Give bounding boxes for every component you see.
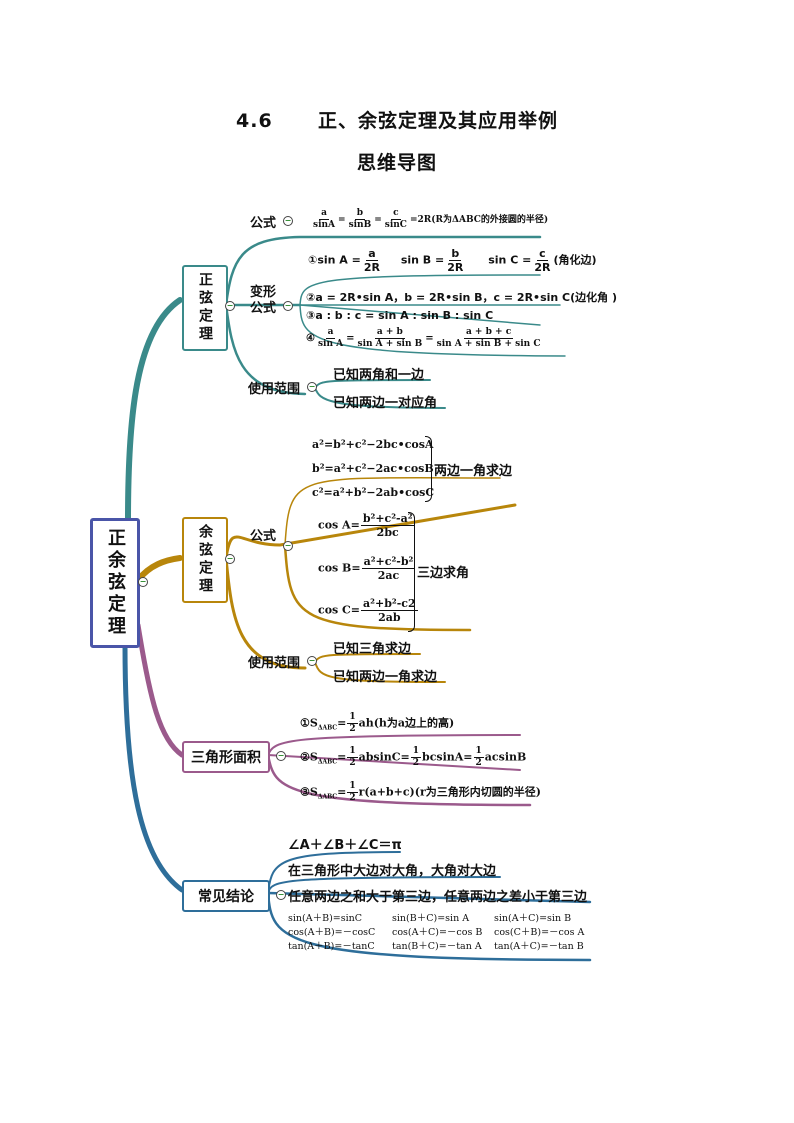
cosine-formulas-note: 两边一角求边 — [434, 464, 513, 479]
identity-cell: cos(A＋B)=－cosC — [288, 927, 376, 938]
cosine-law-node[interactable]: 余弦定理 — [182, 517, 228, 603]
cosine-scope-label: 使用范围 — [248, 656, 301, 671]
cosine-scope-2: 已知两边一角求边 — [333, 670, 438, 685]
page-subtitle: 思维导图 — [356, 152, 437, 174]
identity-cell: cos(C＋B)=－cos A — [494, 927, 585, 938]
brace — [408, 512, 415, 632]
sine-variant-2: ②a = 2R•sin A，b = 2R•sin B，c = 2R•sin C(… — [306, 291, 618, 304]
cosine-formula-a: a²=b²+c²−2bc•cosA — [312, 438, 434, 451]
sine-law-node[interactable]: 正弦定理 — [182, 265, 228, 351]
sine-scope-2: 已知两边一对应角 — [333, 396, 438, 411]
sine-scope-label: 使用范围 — [248, 382, 301, 397]
sine-variant-label: 变形公式 — [250, 285, 277, 316]
conclusion-side-angle: 在三角形中大边对大角，大角对大边 — [288, 864, 497, 879]
sine-scope-1: 已知两角和一边 — [333, 368, 425, 383]
section-number: 4.6 — [236, 110, 273, 132]
collapse-icon[interactable]: − — [225, 554, 235, 564]
identity-cell: tan(A＋C)=－tan B — [494, 941, 584, 952]
identity-cell: tan(B＋C)=－tan A — [392, 941, 482, 952]
collapse-icon[interactable]: − — [283, 216, 293, 226]
collapse-icon[interactable]: − — [283, 541, 293, 551]
collapse-icon[interactable]: − — [307, 656, 317, 666]
area-node[interactable]: 三角形面积 — [182, 741, 270, 773]
conclusion-angle-sum: ∠A＋∠B＋∠C＝π — [288, 838, 402, 853]
identity-cell: tan(A＋B)=－tanC — [288, 941, 375, 952]
collapse-icon[interactable]: − — [225, 301, 235, 311]
brace — [425, 436, 432, 502]
cosine-formula-c: c²=a²+b²−2ab•cosC — [312, 486, 435, 499]
identity-cell: sin(A＋B)=sinC — [288, 913, 363, 924]
sine-variant-3: ③a : b : c = sin A : sin B : sin C — [306, 309, 494, 322]
cosine-note: 三边求角 — [417, 566, 470, 581]
identity-cell: sin(B＋C)=sin A — [392, 913, 470, 924]
root-node[interactable]: 正余弦定理 — [90, 518, 140, 648]
sine-formula-label: 公式 — [250, 216, 277, 231]
conclusion-triangle-inequality: 任意两边之和大于第三边，任意两边之差小于第三边 — [288, 890, 588, 905]
collapse-icon[interactable]: − — [138, 577, 148, 587]
identity-table: sin(A＋B)=sinC sin(B＋C)=sin A sin(A＋C)=si… — [288, 912, 588, 956]
collapse-icon[interactable]: − — [307, 382, 317, 392]
collapse-icon[interactable]: − — [283, 301, 293, 311]
cosine-formula-label: 公式 — [250, 529, 277, 544]
cosine-formula-b: b²=a²+c²−2ac•cosB — [312, 462, 434, 475]
collapse-icon[interactable]: − — [276, 751, 286, 761]
cosine-scope-1: 已知三角求边 — [333, 642, 412, 657]
identity-cell: sin(A＋C)=sin B — [494, 913, 572, 924]
page-title: 4.6 正、余弦定理及其应用举例 — [0, 106, 794, 133]
identity-cell: cos(A＋C)=－cos B — [392, 927, 483, 938]
conclusions-node[interactable]: 常见结论 — [182, 880, 270, 912]
collapse-icon[interactable]: − — [276, 890, 286, 900]
section-title: 正、余弦定理及其应用举例 — [317, 110, 558, 132]
